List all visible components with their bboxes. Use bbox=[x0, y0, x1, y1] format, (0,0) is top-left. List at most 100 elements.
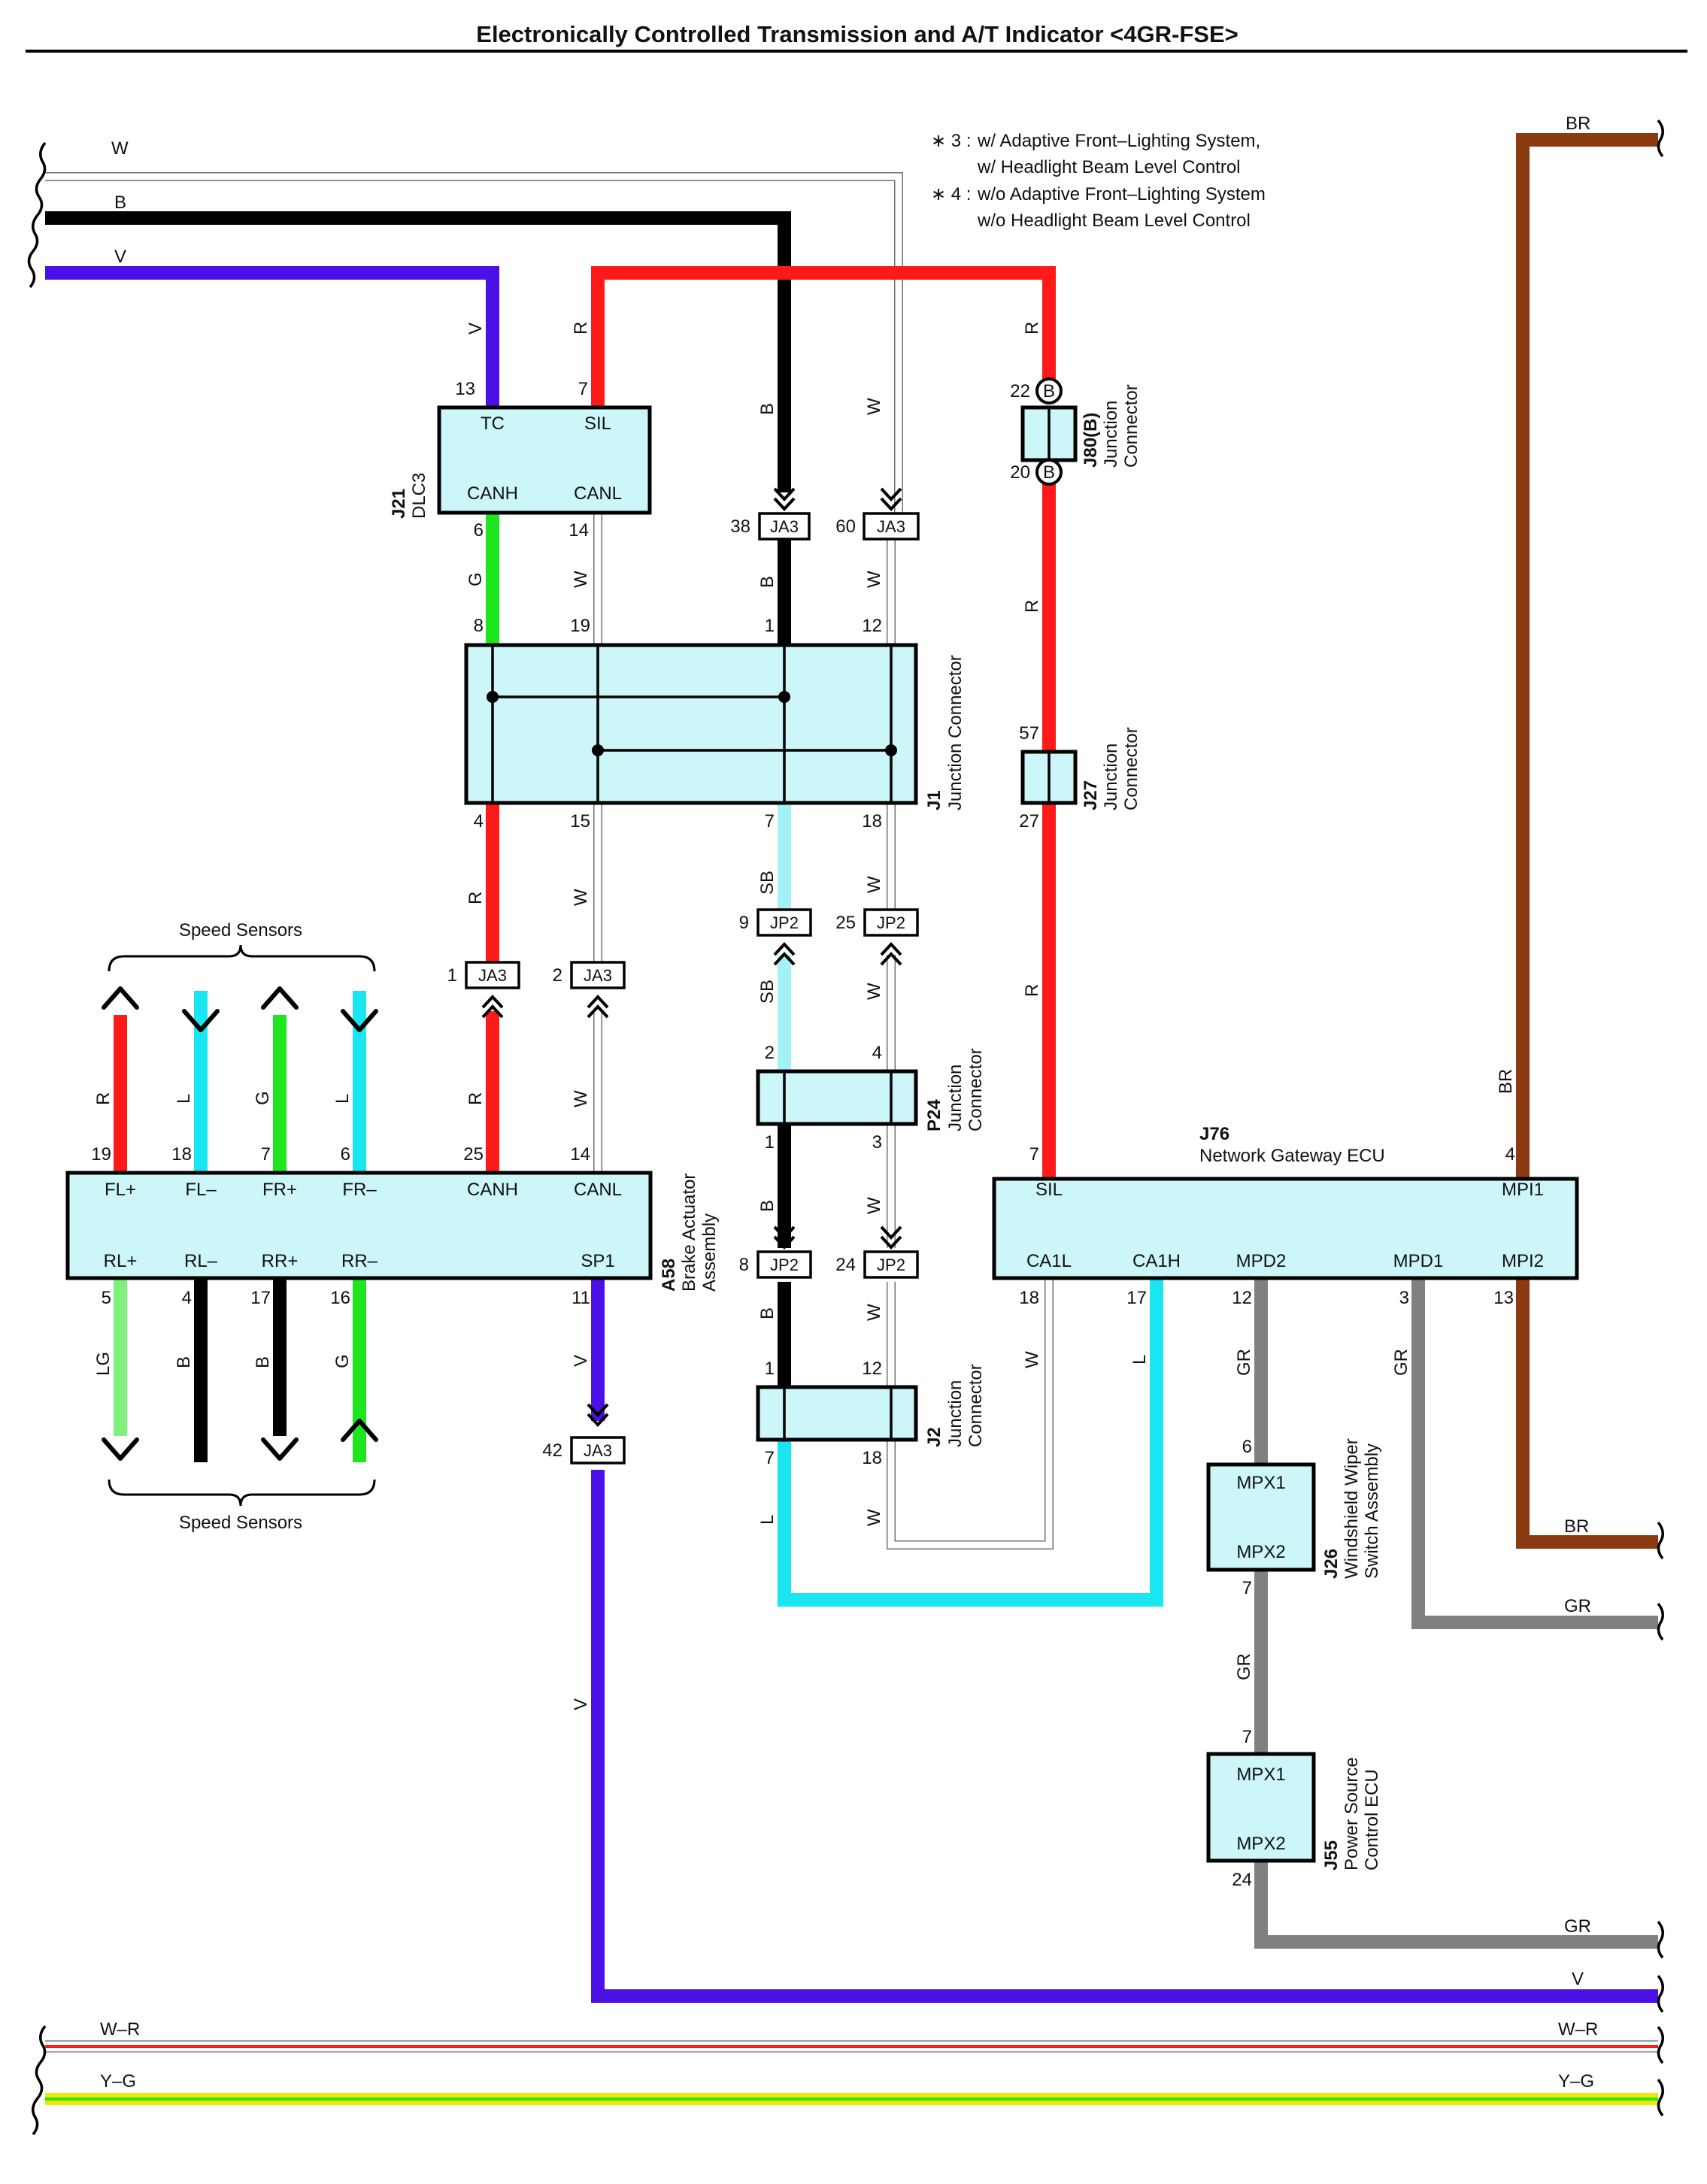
ja3-38-label: JA3 bbox=[770, 517, 799, 536]
note-3-line-2: w/ Headlight Beam Level Control bbox=[977, 157, 1241, 177]
j76-ca1h: CA1H bbox=[1132, 1251, 1181, 1271]
j2-pin-7: 7 bbox=[765, 1448, 775, 1468]
a58-canl: CANL bbox=[574, 1180, 622, 1200]
j1-pin-12: 12 bbox=[862, 616, 882, 636]
j76-mpi2: MPI2 bbox=[1502, 1251, 1544, 1271]
jp2-9-pin: 9 bbox=[739, 913, 749, 933]
j2-code: J2 bbox=[924, 1427, 944, 1447]
j1-code: J1 bbox=[924, 790, 944, 810]
dlc3-sil: SIL bbox=[584, 413, 611, 434]
wire-w-j2-ca1l bbox=[887, 1278, 1053, 1549]
j55-mpx1: MPX1 bbox=[1236, 1764, 1285, 1785]
connector-jp2-24: JP2 24 bbox=[835, 1225, 919, 1279]
arrow-fl-minus bbox=[182, 1009, 220, 1032]
jp2-25-pin: 25 bbox=[835, 913, 856, 933]
j2-pin-1: 1 bbox=[765, 1359, 775, 1379]
wire-gr-j55-right bbox=[1254, 1861, 1658, 1949]
j80-junction-connector: B B 22 20 J80(B) Junction Connector bbox=[1010, 377, 1142, 486]
wl-s-l2: L bbox=[332, 1094, 353, 1104]
j1-pin-7: 7 bbox=[765, 811, 775, 831]
dlc3-name: DLC3 bbox=[409, 473, 429, 519]
wl-w-j1: W bbox=[571, 571, 591, 588]
wl-yg-right: Y–G bbox=[1558, 2071, 1594, 2092]
j76-name: Network Gateway ECU bbox=[1199, 1146, 1385, 1166]
a58-fl-plus: FL+ bbox=[105, 1180, 136, 1200]
wl-l-ca1h: L bbox=[1129, 1355, 1150, 1365]
connector-ja3-38: JA3 38 bbox=[730, 487, 811, 541]
a58-code: A58 bbox=[659, 1259, 679, 1292]
a58-fr-minus: FR– bbox=[342, 1180, 377, 1200]
wl-g-j1: G bbox=[465, 572, 486, 586]
wl-r-b: R bbox=[465, 1092, 486, 1105]
wire-v-top bbox=[45, 266, 499, 407]
a58-pin-17: 17 bbox=[250, 1288, 271, 1308]
jp2-24-pin: 24 bbox=[835, 1255, 856, 1275]
wire-b-top bbox=[45, 211, 791, 492]
wl-br-side: BR bbox=[1496, 1069, 1516, 1094]
p24-pin-4: 4 bbox=[872, 1043, 882, 1063]
j55-name-2: Control ECU bbox=[1362, 1769, 1382, 1870]
wl-r-j27: R bbox=[1022, 984, 1042, 997]
wire-br-right bbox=[1516, 133, 1658, 1549]
arrow-fr-plus bbox=[261, 986, 299, 1010]
wl-r-dlc: R bbox=[571, 322, 591, 335]
j2-junction-connector: 1 12 7 18 J2 Junction Connector bbox=[756, 1359, 986, 1468]
a58-pin-14: 14 bbox=[570, 1144, 590, 1165]
wl-w-j1b: W bbox=[864, 571, 884, 588]
speed-sensor-braces bbox=[108, 944, 376, 1507]
connector-jp2-8: JP2 8 bbox=[739, 1225, 812, 1279]
j27-junction-connector: 57 27 J27 Junction Connector bbox=[1019, 723, 1142, 831]
wire-w-top bbox=[45, 173, 902, 534]
connector-ja3-1: JA3 1 bbox=[447, 961, 520, 1019]
wire-labels: W B V V R B W R BR G W B W R R W SB W R … bbox=[93, 114, 1598, 2092]
j27-pin-57: 57 bbox=[1019, 723, 1039, 744]
a58-pin-19: 19 bbox=[91, 1144, 111, 1165]
dlc3-code: J21 bbox=[389, 489, 409, 519]
jp2-25-label: JP2 bbox=[877, 913, 905, 932]
a58-pin-4: 4 bbox=[182, 1288, 192, 1308]
j27-name-1: Junction bbox=[1101, 744, 1121, 810]
wl-yg-left: Y–G bbox=[100, 2071, 136, 2092]
wl-w-ja3: W bbox=[864, 398, 884, 415]
note-4-mark: ∗ 4 : bbox=[931, 184, 971, 204]
j26-pin-6: 6 bbox=[1242, 1437, 1252, 1457]
p24-pin-3: 3 bbox=[872, 1132, 882, 1153]
j1-pin-19: 19 bbox=[570, 616, 590, 636]
ja3-1-pin: 1 bbox=[447, 965, 457, 986]
wl-s-l1: L bbox=[174, 1094, 194, 1104]
wl-l-j2: L bbox=[757, 1515, 778, 1525]
j76-pin-12: 12 bbox=[1232, 1288, 1252, 1308]
a58-pin-18: 18 bbox=[171, 1144, 192, 1165]
ja3-1-label: JA3 bbox=[478, 966, 507, 985]
note-4-line-2: w/o Headlight Beam Level Control bbox=[977, 211, 1251, 231]
connector-ja3-42: JA3 42 bbox=[542, 1403, 626, 1465]
wl-w-top: W bbox=[111, 138, 129, 159]
p24-pin-1: 1 bbox=[765, 1132, 775, 1153]
j55-name-1: Power Source bbox=[1342, 1757, 1362, 1870]
a58-rr-minus: RR– bbox=[341, 1251, 378, 1271]
notes: ∗ 3 : w/ Adaptive Front–Lighting System,… bbox=[931, 131, 1266, 231]
a58-brake-actuator: FL+ FL– FR+ FR– CANH CANL RL+ RL– RR+ RR… bbox=[65, 1144, 720, 1308]
p24-name-2: Connector bbox=[966, 1048, 986, 1131]
j80-pin-22: 22 bbox=[1010, 381, 1030, 401]
wl-s-g: G bbox=[253, 1091, 273, 1105]
j80-name-1: Junction bbox=[1101, 401, 1121, 468]
j1-name: Junction Connector bbox=[945, 655, 966, 810]
j55-pin-24: 24 bbox=[1232, 1870, 1252, 1890]
wl-r-right: R bbox=[1022, 322, 1042, 335]
wire-gr-mpd1 bbox=[1411, 1278, 1658, 1629]
j76-pin-13: 13 bbox=[1493, 1288, 1514, 1308]
note-3-mark: ∗ 3 : bbox=[931, 131, 971, 151]
wl-r-a: R bbox=[465, 892, 486, 904]
j55-code: J55 bbox=[1321, 1840, 1342, 1870]
dlc3-connector: TC SIL CANH CANL 13 7 6 14 J21 DLC3 bbox=[389, 379, 652, 541]
dlc3-canl: CANL bbox=[574, 483, 622, 504]
wl-w-a: W bbox=[571, 889, 591, 906]
jp2-9-label: JP2 bbox=[770, 913, 799, 932]
page-title: Electronically Controlled Transmission a… bbox=[476, 21, 1238, 47]
j1-pin-18: 18 bbox=[862, 811, 882, 831]
j26-pin-7: 7 bbox=[1242, 1578, 1252, 1598]
j27-code: J27 bbox=[1081, 780, 1101, 810]
speed-sensors-label-bottom: Speed Sensors bbox=[179, 1513, 302, 1533]
